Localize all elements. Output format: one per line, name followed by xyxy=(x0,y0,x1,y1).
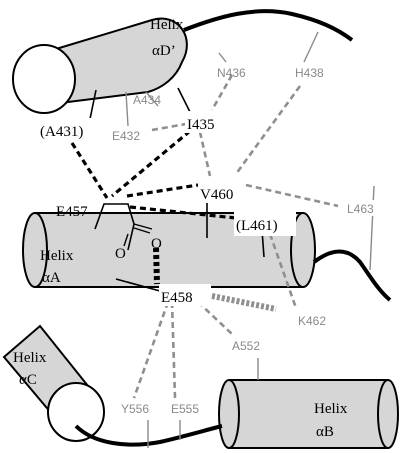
residue-k462: K462 xyxy=(298,314,326,328)
int-e458-carboxylate xyxy=(153,247,160,285)
residue-l461: (L461) xyxy=(236,218,278,234)
int-e457-v460 xyxy=(126,183,199,198)
helix-b-body xyxy=(229,380,388,448)
int-e458-a552 xyxy=(197,301,233,335)
e457-side-chain xyxy=(94,203,153,251)
residue-i435: I435 xyxy=(187,117,215,133)
helix-d-prime: Helix αD’ xyxy=(12,9,354,114)
gray-leaders xyxy=(125,31,375,448)
oxygen-1: O xyxy=(115,246,126,262)
loop-c-to-b xyxy=(74,424,223,447)
helix-d-prime-tail xyxy=(183,9,354,42)
int-a431-e457 xyxy=(70,142,109,199)
helix-c: Helix αC xyxy=(2,324,105,442)
secondary-residue-labels: A434 N436 H438 E432 L463 K462 A552 Y556 … xyxy=(112,66,381,416)
helix-d-prime-label-line2: αD’ xyxy=(152,43,176,59)
helix-b-left-end xyxy=(218,379,240,449)
helix-b-label-line1: Helix xyxy=(314,401,348,417)
int-e432-i435 xyxy=(151,122,187,132)
e457-backbone-stick xyxy=(94,203,135,251)
helix-b-right-end xyxy=(377,379,399,449)
primary-residue-labels: (A431) I435 E457 V460 (L461) E458 xyxy=(40,111,296,306)
helix-b-label-line2: αB xyxy=(316,424,334,440)
residue-e457: E457 xyxy=(56,204,88,220)
int-e457-l461 xyxy=(129,205,237,220)
int-n436-i435 xyxy=(210,74,234,111)
int-e458-e555 xyxy=(170,301,177,399)
leader-e432 xyxy=(125,91,129,127)
label-bg-l461 xyxy=(234,212,296,236)
black-interactions xyxy=(70,129,237,220)
label-bg-l463 xyxy=(345,200,381,216)
residue-a552: A552 xyxy=(232,339,260,353)
carboxylate-oxygens: O O xyxy=(115,236,162,262)
residue-n436: N436 xyxy=(217,66,246,80)
helix-c-label-line1: Helix xyxy=(13,350,47,366)
label-bg-v460 xyxy=(198,181,244,203)
helix-a-left-end xyxy=(22,212,48,288)
leader-a431 xyxy=(89,89,97,120)
int-i435-v460 xyxy=(198,131,212,177)
label-bg-e458 xyxy=(159,284,211,306)
helix-c-label-line2: αC xyxy=(19,372,37,388)
helix-d-prime-end-cap xyxy=(12,44,76,114)
residue-e458: E458 xyxy=(161,290,193,306)
carboxylate-bond-3 xyxy=(133,227,151,234)
helix-b: Helix αB xyxy=(218,379,399,449)
leader-e458 xyxy=(115,278,161,292)
helix-d-prime-label-line1: Helix xyxy=(150,17,184,33)
int-l461-k462 xyxy=(268,233,298,309)
leader-n436 xyxy=(218,52,227,63)
residue-l463: L463 xyxy=(347,202,374,216)
residue-y556: Y556 xyxy=(121,402,149,416)
leader-a434 xyxy=(145,91,159,107)
int-v460-l463 xyxy=(245,183,339,208)
carboxylate-bond-2 xyxy=(133,223,153,230)
helix-a-tail xyxy=(312,249,392,302)
residue-h438: H438 xyxy=(295,66,324,80)
oxygen-2: O xyxy=(151,236,162,252)
int-i435-e457 xyxy=(110,129,192,198)
helix-a-label-line1: Helix xyxy=(40,248,74,264)
label-bg-a431 xyxy=(40,118,106,140)
int-h438-v460 xyxy=(234,85,302,175)
leader-i435 xyxy=(177,87,191,113)
label-bg-k462 xyxy=(296,312,334,328)
gray-interactions xyxy=(132,74,339,399)
residue-a431: (A431) xyxy=(40,124,83,140)
residue-e432: E432 xyxy=(112,129,140,143)
int-e458-y556 xyxy=(132,301,170,399)
int-e458-k462 xyxy=(211,293,277,312)
helix-a-label-line2: αA xyxy=(42,270,61,286)
helix-a-right-end xyxy=(290,212,316,288)
residue-v460: V460 xyxy=(200,187,233,203)
helix-c-end-cap xyxy=(47,382,105,442)
residue-a434: A434 xyxy=(133,93,161,107)
label-bg-i435 xyxy=(185,111,223,133)
residue-e555: E555 xyxy=(171,402,199,416)
carboxylate-bond-1 xyxy=(123,233,129,247)
helix-d-prime-body xyxy=(44,17,188,106)
leader-l463 xyxy=(369,185,375,271)
leader-h438 xyxy=(303,31,319,63)
